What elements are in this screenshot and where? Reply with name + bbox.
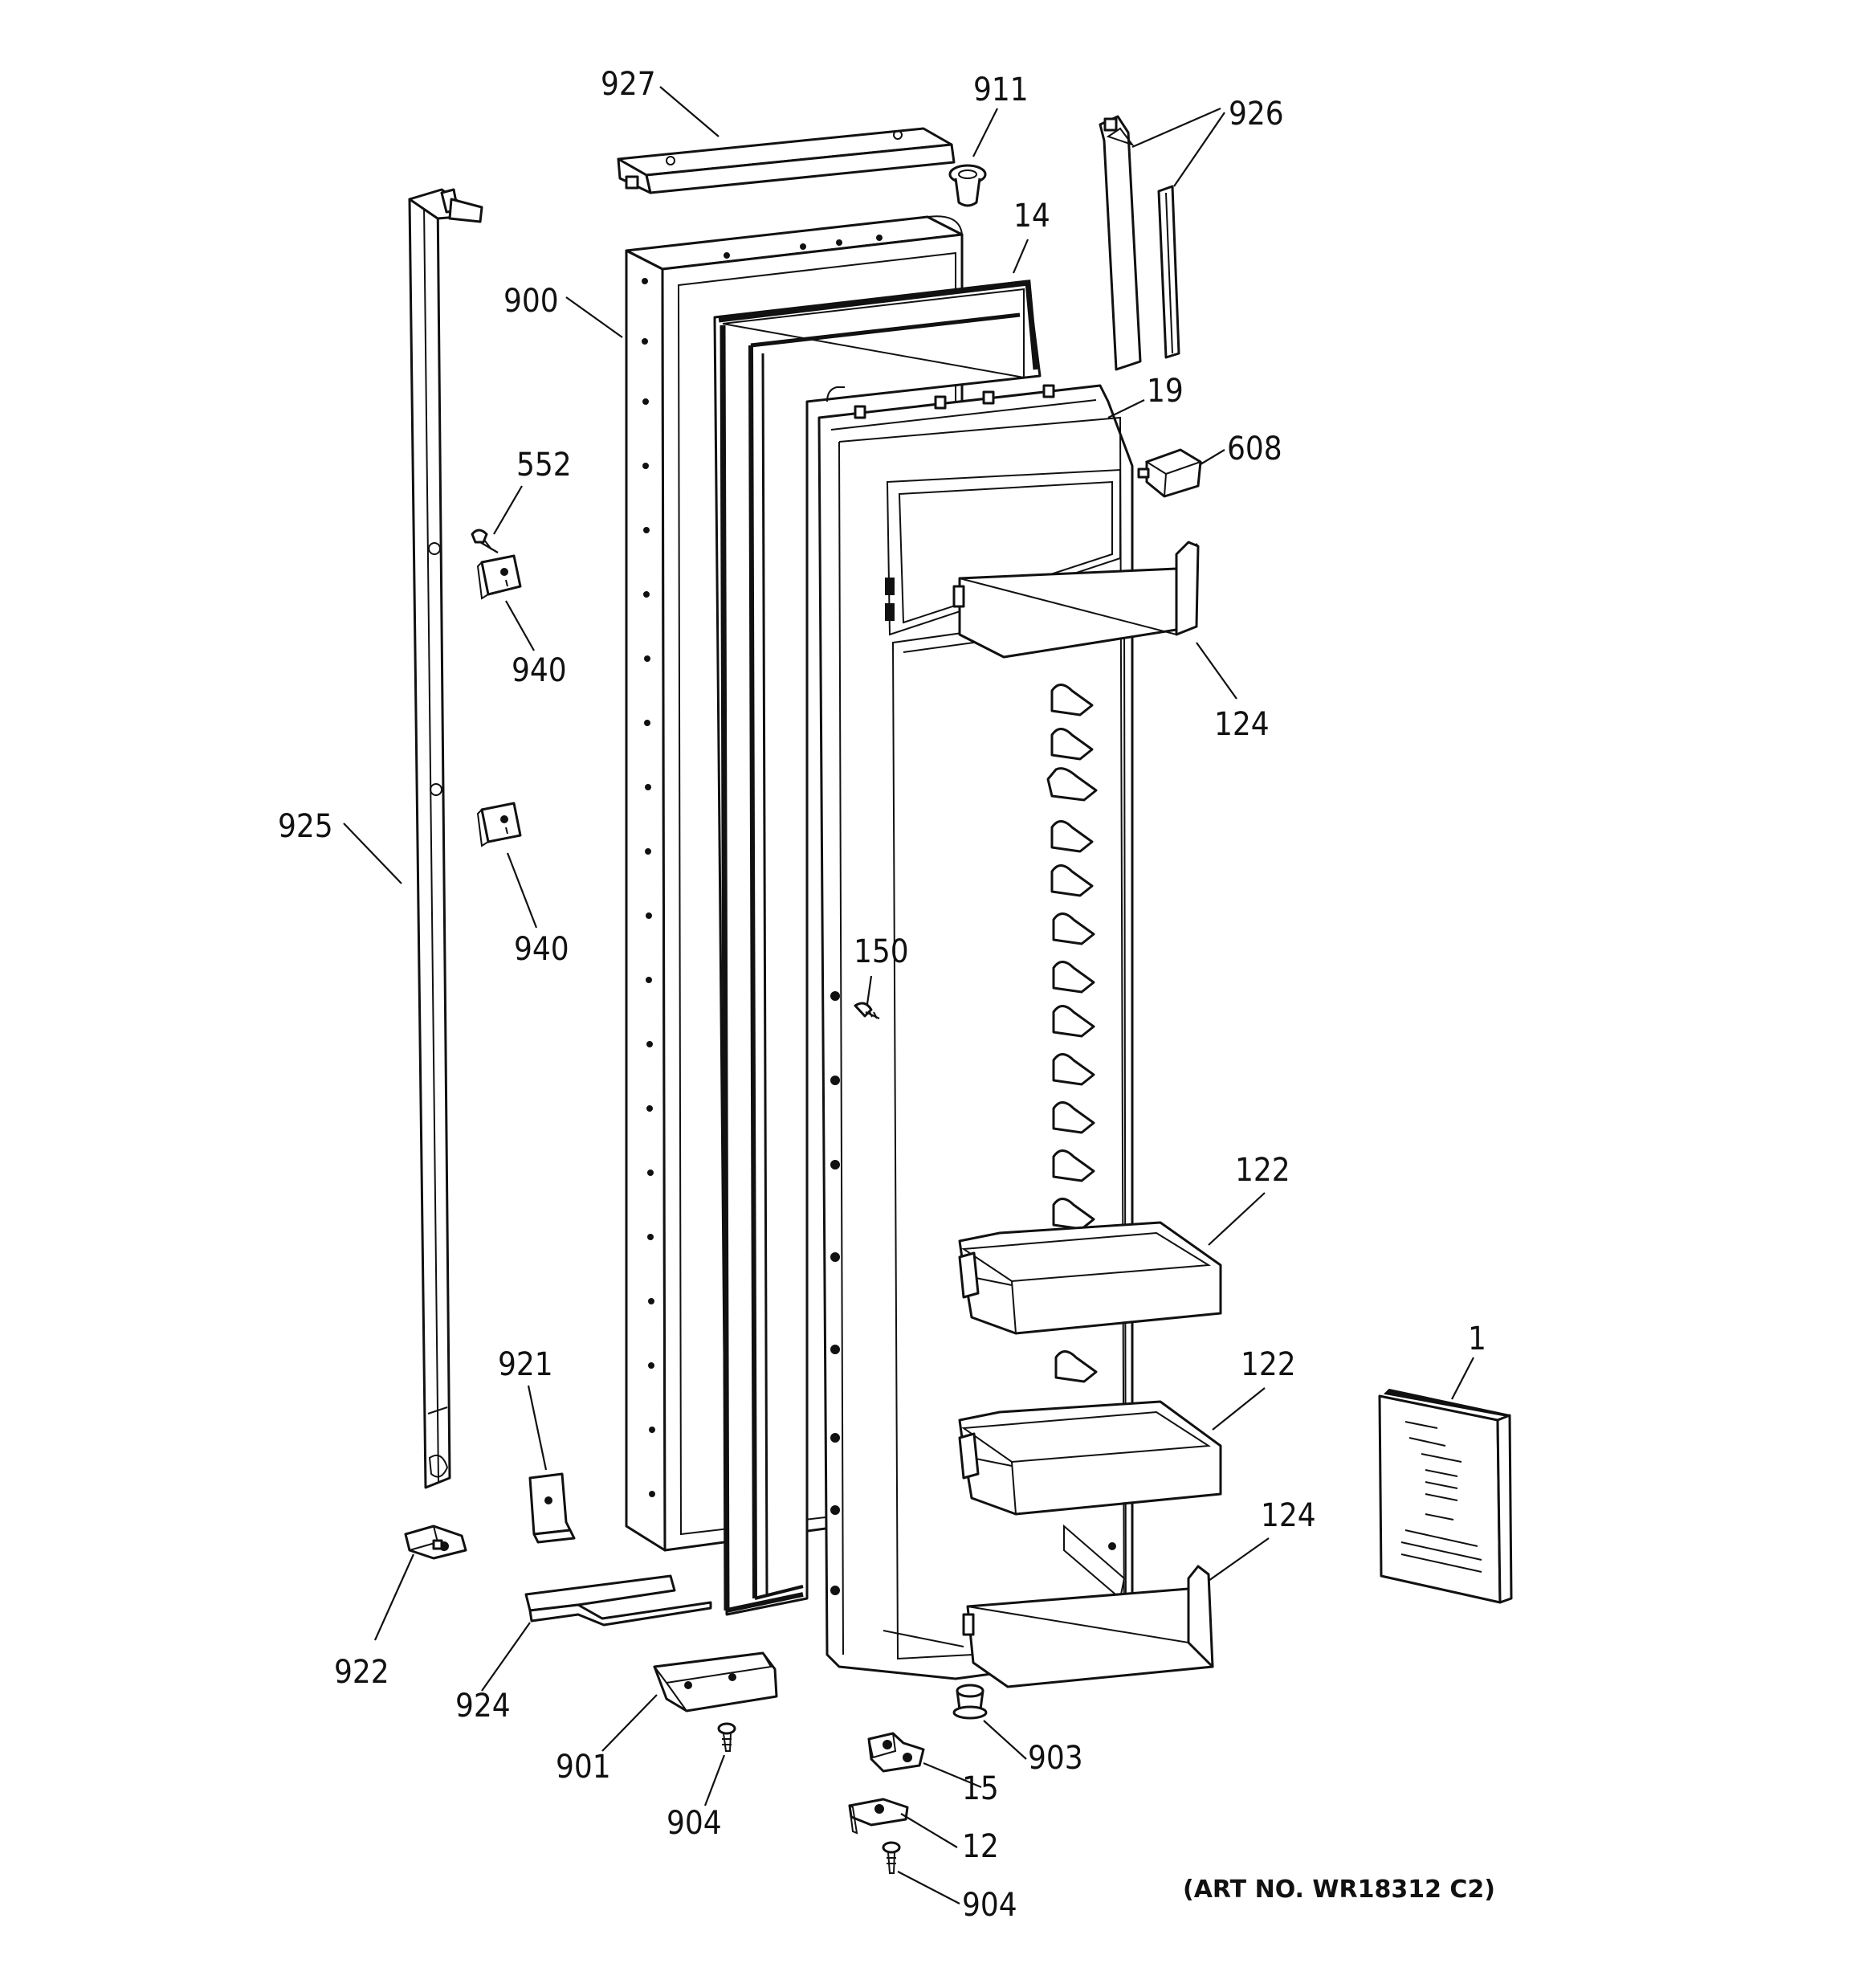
trim-strips-926 — [1099, 115, 1180, 371]
callout-921: 921 — [498, 1346, 553, 1383]
callout-19: 19 — [1147, 373, 1184, 410]
hinge-15 — [867, 1732, 925, 1773]
screw-904-upper — [717, 1722, 736, 1752]
callout-901: 901 — [556, 1749, 611, 1786]
callout-904-upper: 904 — [667, 1805, 722, 1842]
manual-text-lines — [1400, 1421, 1482, 1573]
callout-122-lower: 122 — [1241, 1346, 1296, 1383]
callout-12: 12 — [962, 1828, 999, 1865]
callout-903: 903 — [1028, 1740, 1083, 1777]
hinge-block-940-upper — [476, 554, 522, 600]
callout-922: 922 — [334, 1654, 389, 1691]
bushing-903 — [952, 1684, 988, 1720]
callout-940-upper: 940 — [512, 652, 567, 689]
liner-side-holes — [830, 991, 840, 1595]
trim-bar-925 — [408, 188, 483, 1489]
screw-552 — [471, 529, 499, 553]
callout-1: 1 — [1468, 1321, 1486, 1357]
callout-122-upper: 122 — [1235, 1152, 1290, 1189]
bushing-911 — [948, 164, 987, 207]
door-screw-holes — [642, 235, 883, 1497]
art-number: (ART NO. WR18312 C2) — [1183, 1876, 1495, 1904]
hinge-block-940-lower — [476, 802, 522, 847]
hinge-plate-12 — [848, 1798, 909, 1835]
callout-904-lower: 904 — [962, 1887, 1017, 1924]
callout-150: 150 — [854, 933, 909, 970]
switch-608 — [1137, 448, 1203, 498]
callout-15: 15 — [962, 1770, 999, 1807]
door-bin-122-upper — [958, 1221, 1222, 1335]
callout-940-lower: 940 — [514, 931, 569, 968]
shelf-mount-clips — [1046, 684, 1098, 1383]
callout-124-top: 124 — [1214, 706, 1270, 743]
owner-manual-1 — [1378, 1388, 1513, 1604]
callout-911: 911 — [973, 71, 1029, 108]
callout-14: 14 — [1013, 198, 1050, 235]
door-liner-19 — [817, 384, 1134, 1680]
hinge-922 — [404, 1525, 467, 1560]
leader-lines — [343, 86, 1474, 1904]
callout-926: 926 — [1229, 96, 1284, 133]
top-cap-927 — [617, 127, 956, 194]
gasket-14 — [713, 280, 1042, 1616]
liner-rim-notches — [854, 384, 1055, 419]
door-bin-124-bottom — [962, 1565, 1214, 1688]
bottom-plate-924 — [524, 1574, 712, 1627]
callout-552: 552 — [516, 447, 572, 484]
door-bin-124-top — [952, 541, 1200, 659]
callout-608: 608 — [1227, 431, 1282, 467]
callout-labels: 927 911 926 14 900 19 608 552 940 124 92… — [278, 66, 1486, 1924]
bottom-cap-901 — [653, 1651, 778, 1712]
door-bin-122-lower — [958, 1400, 1222, 1516]
bracket-921 — [528, 1472, 576, 1544]
callout-924: 924 — [455, 1688, 511, 1725]
callout-927: 927 — [601, 66, 656, 103]
callout-900: 900 — [503, 283, 559, 320]
screw-150 — [854, 1002, 880, 1019]
screw-904-lower — [882, 1841, 901, 1874]
callout-124-bottom: 124 — [1261, 1497, 1316, 1534]
callout-925: 925 — [278, 808, 333, 845]
